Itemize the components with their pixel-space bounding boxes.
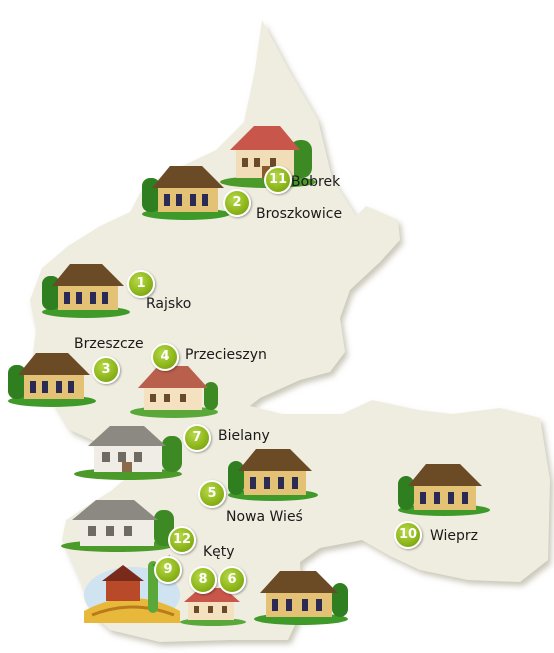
label-przecieszyn[interactable]: Przecieszyn — [185, 347, 267, 363]
label-rajsko[interactable]: Rajsko — [146, 296, 192, 312]
label-bobrek[interactable]: Bobrek — [291, 174, 341, 190]
marker-6[interactable]: 6 — [218, 566, 246, 594]
label-brzeszcze[interactable]: Brzeszcze — [74, 336, 144, 352]
marker-7[interactable]: 7 — [183, 424, 211, 452]
marker-9[interactable]: 9 — [154, 556, 182, 584]
marker-1[interactable]: 1 — [127, 270, 155, 298]
label-kety[interactable]: Kęty — [203, 544, 235, 560]
marker-3[interactable]: 3 — [92, 356, 120, 384]
marker-11[interactable]: 11 — [264, 166, 292, 194]
house-broszkowice-icon — [142, 166, 230, 220]
house-rajsko-icon — [42, 264, 130, 318]
marker-5[interactable]: 5 — [198, 480, 226, 508]
farm-icon — [84, 555, 180, 623]
marker-2[interactable]: 2 — [223, 189, 251, 217]
marker-8[interactable]: 8 — [189, 566, 217, 594]
house-bielany-icon — [74, 426, 182, 480]
label-broszkowice[interactable]: Broszkowice — [256, 206, 343, 222]
house-wieprz-icon — [398, 464, 490, 516]
marker-4[interactable]: 4 — [151, 343, 179, 371]
house-nowa-wies-icon — [228, 449, 318, 501]
label-nowa-wies[interactable]: Nowa Wieś — [226, 509, 303, 525]
marker-10[interactable]: 10 — [394, 521, 422, 549]
house-brzeszcze-icon — [8, 353, 96, 407]
label-bielany[interactable]: Bielany — [218, 428, 270, 444]
house-przecieszyn-icon — [130, 366, 218, 418]
house-six-icon — [254, 571, 348, 625]
label-wieprz[interactable]: Wieprz — [430, 528, 479, 544]
house-kety-icon — [61, 500, 174, 552]
marker-12[interactable]: 12 — [168, 526, 196, 554]
